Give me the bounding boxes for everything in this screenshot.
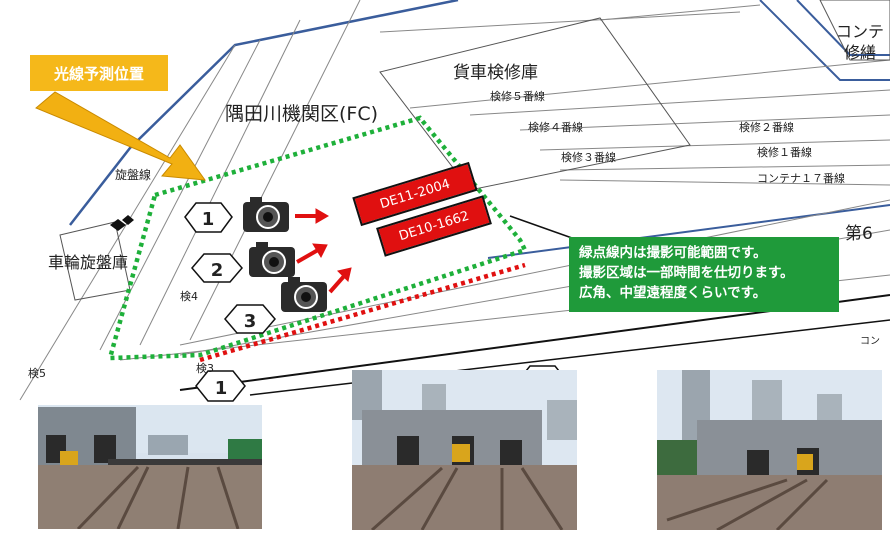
shooting-area-boundary [107,115,529,361]
container-shed-label: 修繕 [844,43,876,62]
track-label: 第6 [845,224,873,244]
sun-position-label: 光線予測位置 [30,55,168,91]
track-label: コンテナ１７番線 [757,171,845,185]
signal-marker [122,215,134,225]
track-label: 検5 [28,366,46,380]
camera-icon [249,242,295,277]
track-label: 検3 [196,361,214,375]
note-line: 撮影区域は一部時間を仕切ります。 [579,265,794,281]
photo-position-1 [38,405,262,529]
position-badge: 1 [184,202,233,233]
position-number: 3 [244,311,257,332]
sun-direction-arrow [35,91,207,181]
note-line: 緑点線内は撮影可能範囲です。 [579,245,767,261]
depot-name: 隅田川機関区(FC) [225,103,378,125]
photo-position-3 [657,370,882,530]
camera-icon [243,197,289,232]
restricted-line [199,262,526,363]
track-label: 検4 [180,289,198,303]
note-line: 広角、中望遠程度くらいです。 [579,285,767,301]
camera-direction-arrows [295,208,352,294]
position-badge: 2 [191,253,243,283]
signal-marker [110,219,126,231]
shooting-area-note: 緑点線内は撮影可能範囲です。 撮影区域は一部時間を仕切ります。 広角、中望遠程度… [569,237,839,312]
note-connector [509,215,573,239]
position-number: 2 [211,260,224,281]
camera-icon [281,277,327,312]
track-label: コン [860,336,880,347]
track-label: 検修１番線 [757,145,812,159]
perimeter-wall [69,0,459,226]
track-label: 検修５番線 [490,89,545,103]
position-badge: 3 [224,304,276,334]
position-number: 1 [202,209,215,230]
photo-badge: 1 [195,370,246,402]
lathe-track-label: 旋盤線 [115,167,151,182]
photo-position-2 [352,370,577,530]
freight-shed-label: 貨車検修庫 [453,63,538,83]
track-label: 検修２番線 [739,120,794,134]
track-label: 検修４番線 [528,120,583,134]
freight-shed-outline [379,17,691,191]
track-label: 検修３番線 [561,150,616,164]
container-shed-outline [819,0,890,61]
photo-number: 1 [215,378,228,399]
perimeter-wall [796,0,890,56]
wheel-shed-label: 車輪旋盤庫 [48,253,128,272]
container-shed-label: コンテ [836,22,884,41]
perimeter-wall [759,0,890,81]
